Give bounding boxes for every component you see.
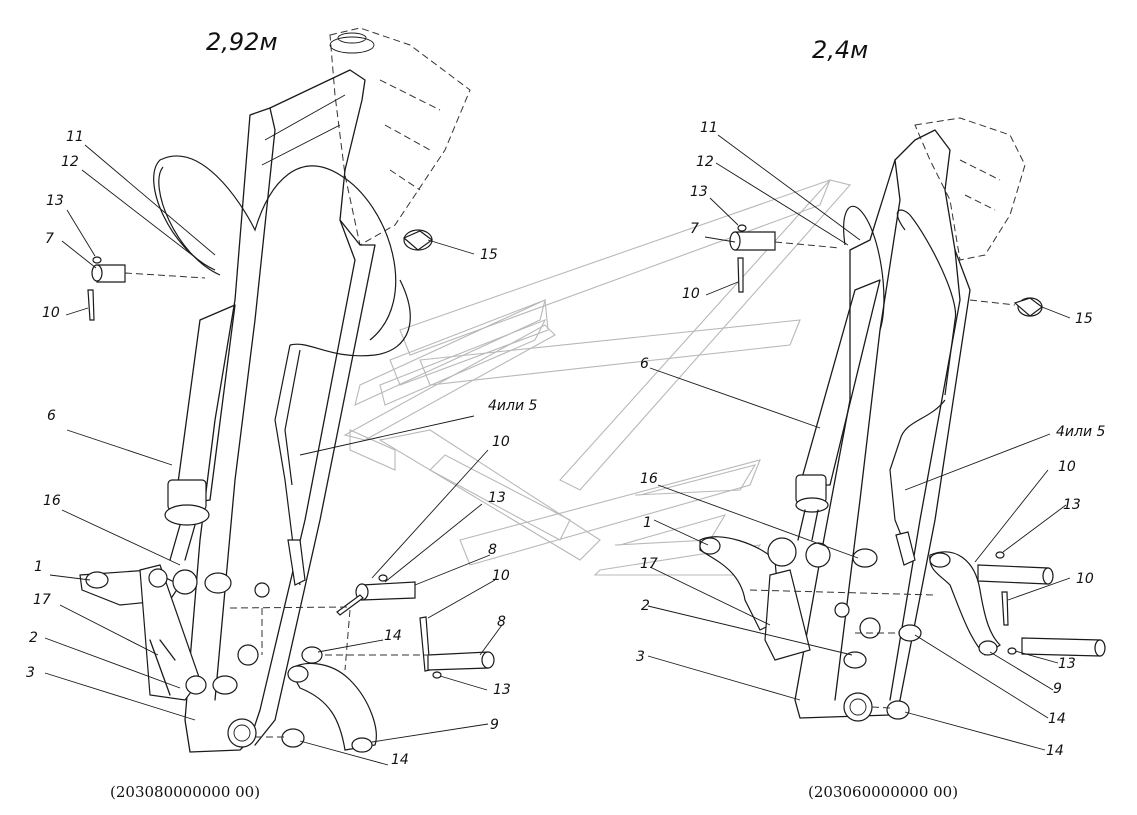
right-callout-11: 11 [700,120,718,136]
left-callouts: 2,92м 11 12 13 7 10 15 6 4или 5 10 13 16… [26,28,538,801]
right-callout-1: 1 [643,515,652,531]
right-callout-3: 3 [636,649,645,665]
right-callout-10: 10 [682,286,700,302]
right-callout-13b: 13 [1063,497,1081,513]
left-callout-8b: 8 [497,614,506,630]
right-callout-10c: 10 [1076,571,1094,587]
left-callout-3: 3 [26,665,35,681]
left-callout-2: 2 [29,630,38,646]
right-callout-10b: 10 [1058,459,1076,475]
left-callout-10: 10 [42,305,60,321]
left-title: 2,92м [206,28,278,56]
left-callout-13b: 13 [488,490,506,506]
left-callout-8: 8 [488,542,497,558]
left-callout-15: 15 [480,247,498,263]
right-callout-13: 13 [690,184,708,200]
right-callout-4or5: 4или 5 [1056,424,1106,440]
right-callout-7: 7 [690,221,699,237]
right-callout-14: 14 [1048,711,1066,727]
right-callout-9: 9 [1053,681,1062,697]
right-callout-12: 12 [696,154,714,170]
left-callout-4or5: 4или 5 [488,398,538,414]
right-leader-lines [647,134,1071,751]
right-callout-17: 17 [640,556,658,572]
left-callout-12: 12 [61,154,79,170]
left-callout-14b: 14 [391,752,409,768]
left-boom-assembly [79,27,495,753]
right-callout-2: 2 [641,598,650,614]
left-callout-14: 14 [384,628,402,644]
right-callout-14b: 14 [1046,743,1064,759]
right-caption: (203060000000 00) [808,783,958,801]
right-callout-16: 16 [640,471,658,487]
left-callout-10c: 10 [492,568,510,584]
left-callout-17: 17 [33,592,51,608]
right-callouts: 2,4м 11 12 13 7 10 15 6 4или 5 10 16 13 … [636,36,1106,801]
left-caption: (203080000000 00) [110,783,260,801]
left-callout-16: 16 [43,493,61,509]
right-callout-6: 6 [640,356,649,372]
left-callout-10b: 10 [492,434,510,450]
watermark-logo [343,179,852,576]
left-callout-13c: 13 [493,682,511,698]
left-callout-9: 9 [490,717,499,733]
right-callout-13c: 13 [1058,656,1076,672]
right-boom-assembly [699,117,1106,722]
left-callout-6: 6 [47,408,56,424]
left-callout-1: 1 [34,559,43,575]
left-callout-13: 13 [46,193,64,209]
right-title: 2,4м [812,36,868,64]
right-callout-15: 15 [1075,311,1093,327]
left-callout-7: 7 [45,231,54,247]
left-callout-11: 11 [66,129,84,145]
left-leader-lines [44,144,503,766]
